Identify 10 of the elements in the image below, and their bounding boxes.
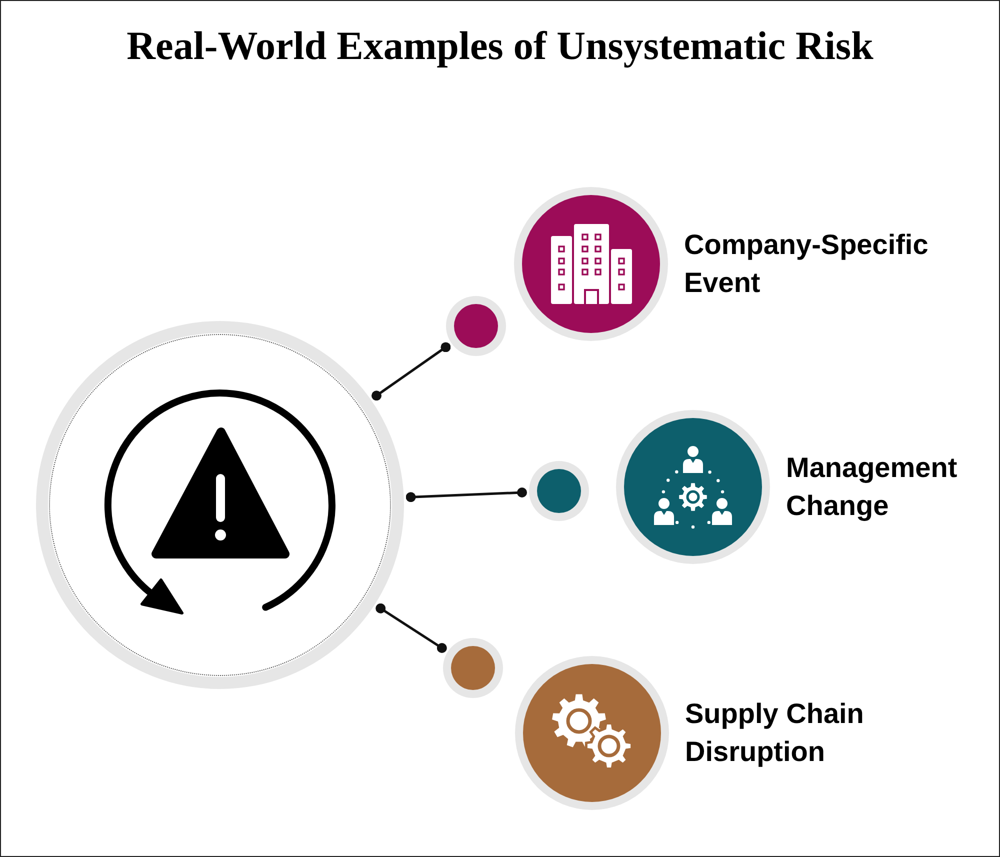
dot-node [446, 296, 506, 356]
diagram-title: Real-World Examples of Unsystematic Risk [126, 22, 874, 70]
connector-line [376, 603, 447, 653]
dot-node [529, 461, 589, 521]
connector-line [372, 342, 451, 401]
example-label: Company-Specific Event [684, 229, 928, 298]
example-label: Management Change [786, 452, 958, 521]
connector-line [406, 488, 527, 502]
example-label: Supply Chain Disruption [685, 698, 864, 767]
dot-node [443, 638, 503, 698]
